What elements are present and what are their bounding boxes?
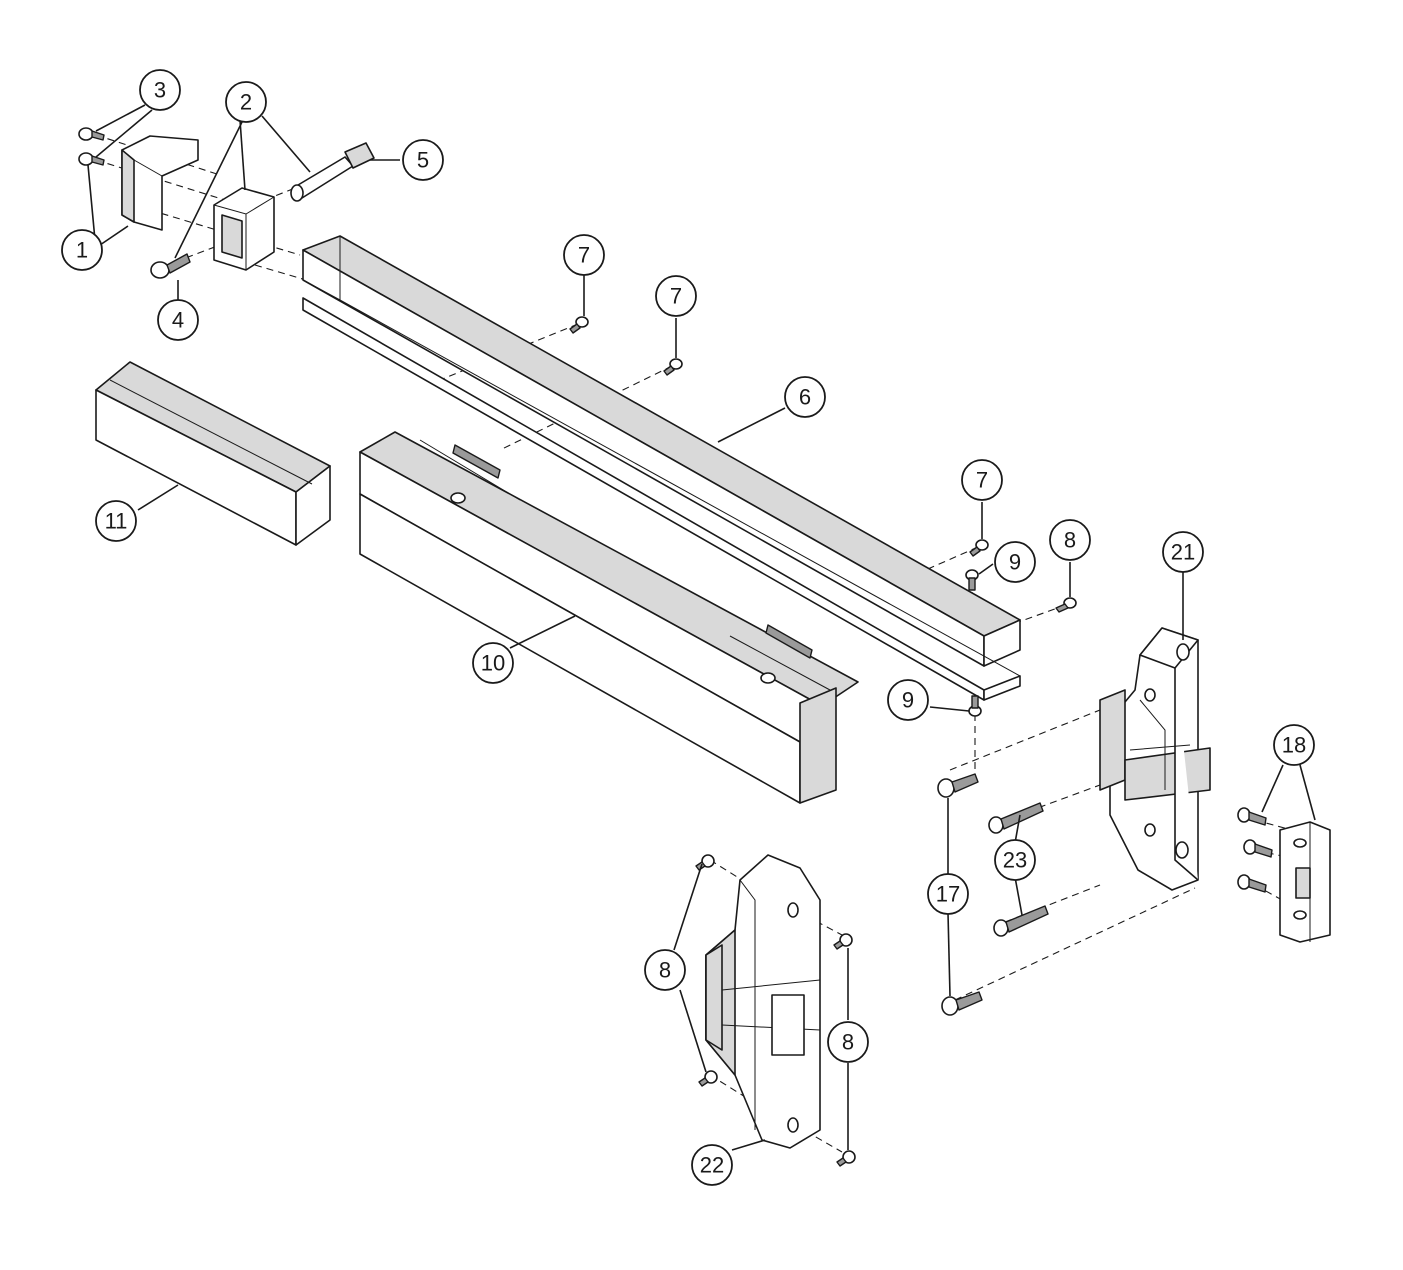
svg-text:5: 5 — [417, 148, 429, 173]
callout-6: 6 — [784, 376, 826, 418]
callout-7a: 7 — [563, 234, 605, 276]
part-end-cap — [121, 135, 199, 231]
part-cylinder — [290, 142, 375, 202]
callout-1: 1 — [61, 229, 103, 271]
svg-text:21: 21 — [1171, 540, 1195, 565]
callout-5: 5 — [402, 139, 444, 181]
callout-3: 3 — [139, 69, 181, 111]
svg-text:18: 18 — [1282, 733, 1306, 758]
screw-3a-icon — [78, 127, 105, 141]
svg-text:10: 10 — [481, 651, 505, 676]
callout-21: 21 — [1162, 531, 1204, 573]
part-strike-plate — [1279, 821, 1331, 943]
screw-18c-icon — [1237, 874, 1267, 893]
svg-text:23: 23 — [1003, 848, 1027, 873]
svg-text:6: 6 — [799, 385, 811, 410]
screw-8b-icon — [695, 854, 715, 871]
screw-23b-icon — [993, 905, 1049, 937]
svg-text:3: 3 — [154, 78, 166, 103]
screw-7c-icon — [969, 539, 989, 557]
leader-lines — [87, 104, 1316, 1151]
screw-8d-icon — [833, 933, 853, 950]
callout-9b: 9 — [887, 679, 929, 721]
svg-text:9: 9 — [902, 688, 914, 713]
screw-18b-icon — [1243, 839, 1273, 858]
screw-17b-icon — [941, 991, 983, 1016]
screw-8e-icon — [836, 1150, 856, 1167]
screw-23a-icon — [988, 802, 1044, 834]
svg-text:8: 8 — [842, 1030, 854, 1055]
callout-17: 17 — [927, 873, 969, 915]
callout-7c: 7 — [961, 459, 1003, 501]
callout-22: 22 — [691, 1144, 733, 1186]
screw-8c-icon — [698, 1070, 718, 1087]
svg-text:8: 8 — [659, 958, 671, 983]
callout-23: 23 — [994, 839, 1036, 881]
callout-7b: 7 — [655, 275, 697, 317]
callout-8b: 8 — [644, 949, 686, 991]
callout-4: 4 — [157, 299, 199, 341]
callout-2: 2 — [225, 81, 267, 123]
callout-9a: 9 — [994, 541, 1036, 583]
callout-8c: 8 — [827, 1021, 869, 1063]
screw-9a-icon — [965, 569, 979, 591]
part-mounting-bracket — [213, 187, 275, 271]
svg-text:8: 8 — [1064, 528, 1076, 553]
part-cover — [95, 361, 331, 546]
svg-text:2: 2 — [240, 90, 252, 115]
screw-17a-icon — [937, 773, 979, 798]
svg-text:4: 4 — [172, 308, 184, 333]
svg-text:17: 17 — [936, 882, 960, 907]
callout-11: 11 — [95, 500, 137, 542]
svg-text:1: 1 — [76, 238, 88, 263]
callout-18: 18 — [1273, 724, 1315, 766]
part-channel — [302, 235, 1021, 701]
svg-text:7: 7 — [670, 284, 682, 309]
part-mechanism-housing — [359, 431, 859, 804]
screw-7b-icon — [663, 358, 683, 376]
svg-text:11: 11 — [105, 509, 128, 534]
screw-9b-icon — [968, 695, 982, 717]
callout-10: 10 — [472, 642, 514, 684]
svg-text:9: 9 — [1009, 550, 1021, 575]
screw-4-icon — [150, 253, 191, 279]
part-outside-trim — [705, 854, 821, 1149]
svg-text:22: 22 — [700, 1153, 724, 1178]
callout-8a: 8 — [1049, 519, 1091, 561]
screw-3b-icon — [78, 152, 105, 166]
screw-8a-icon — [1055, 597, 1077, 613]
svg-text:7: 7 — [976, 468, 988, 493]
svg-text:7: 7 — [578, 243, 590, 268]
screw-18a-icon — [1237, 807, 1267, 826]
screw-7a-icon — [569, 316, 589, 334]
part-latch-chassis — [1099, 627, 1211, 891]
